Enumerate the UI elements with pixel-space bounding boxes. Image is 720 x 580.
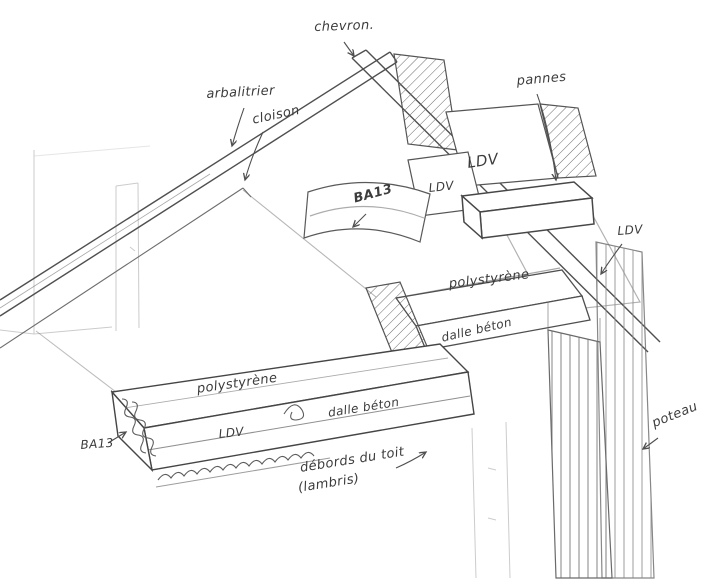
annotation-arrows	[107, 41, 659, 469]
insulation-squiggle-end	[121, 398, 157, 457]
arrow-pannes	[536, 93, 556, 180]
background-wall-lines	[0, 145, 151, 335]
slab-end-section	[110, 389, 154, 473]
arrow-ldv-wall	[601, 243, 623, 274]
cloison-edge	[0, 187, 377, 393]
poteau-post	[547, 241, 655, 579]
soffit-lambris-edge	[155, 404, 331, 488]
arrow-chevron	[343, 41, 354, 56]
chevron-section-hatch-upper	[393, 53, 459, 151]
background-door-lines	[471, 421, 511, 579]
arrow-ba13-ceiling	[353, 213, 367, 227]
panne-beam	[460, 181, 595, 240]
arrow-arbalitrier	[232, 107, 245, 146]
arrow-poteau	[643, 437, 659, 449]
arrow-cloison	[245, 131, 264, 180]
arrow-debords	[395, 452, 426, 469]
post-hatch	[547, 329, 613, 579]
arbalitrier-rafter	[0, 51, 398, 317]
lower-slab-section	[110, 343, 475, 473]
ba13-ceiling-panel	[303, 181, 431, 243]
arrow-ba13-eave	[107, 432, 126, 444]
